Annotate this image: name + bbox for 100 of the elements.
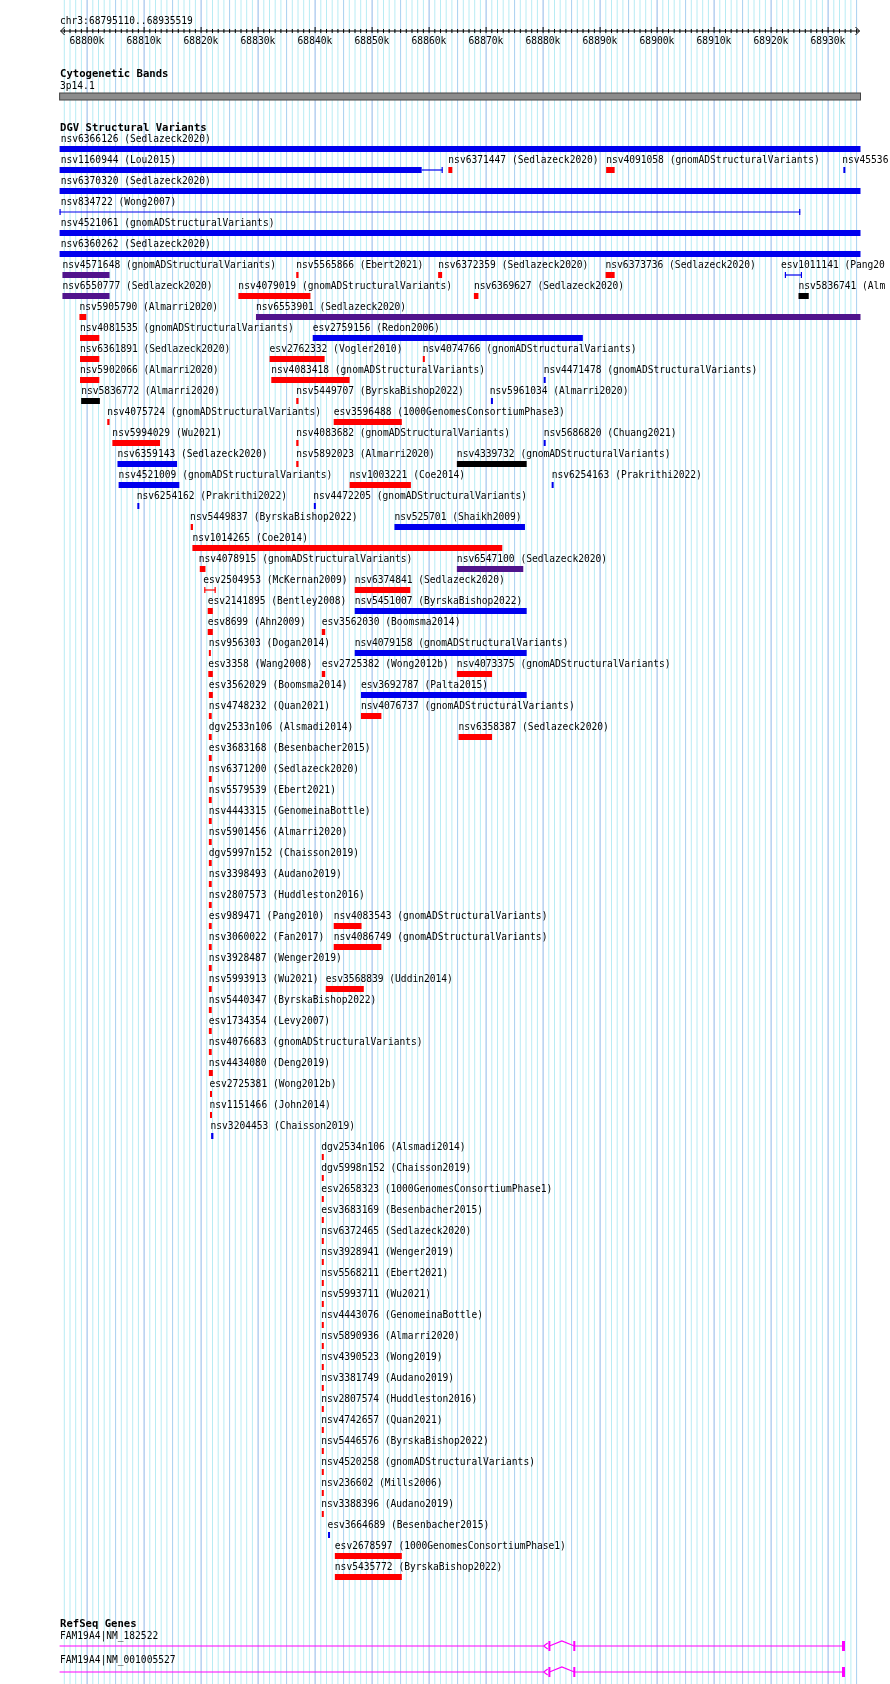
- variant-label: nsv4339732 (gnomADStructuralVariants): [456, 448, 671, 460]
- variant-label: nsv6374841 (Sedlazeck2020): [354, 574, 505, 586]
- variant-label: nsv4434080 (Deng2019): [208, 1057, 331, 1069]
- variant-label: nsv4076683 (gnomADStructuralVariants): [208, 1036, 423, 1048]
- variant-label: nsv6254162 (Prakrithi2022): [136, 490, 287, 502]
- variant-label: esv3562029 (Boomsma2014): [208, 679, 348, 691]
- variant-label: nsv4443076 (GenomeinaBottle): [321, 1309, 483, 1321]
- variant-label: nsv4079019 (gnomADStructuralVariants): [238, 280, 453, 292]
- tick-label: 68850k: [354, 35, 390, 47]
- variant-label: esv3568839 (Uddin2014): [325, 973, 453, 985]
- variant-label: nsv956303 (Dogan2014): [208, 637, 331, 649]
- variant-label: nsv4521061 (gnomADStructuralVariants): [60, 217, 275, 229]
- variant-label: nsv6254163 (Prakrithi2022): [551, 469, 702, 481]
- variant-label: nsv6369627 (Sedlazeck2020): [473, 280, 625, 292]
- tick-label: 68930k: [810, 35, 846, 47]
- variant-label: nsv1003221 (Coe2014): [349, 469, 466, 481]
- variant-label: nsv4390523 (Wong2019): [321, 1351, 443, 1363]
- variant-label: nsv5449707 (ByrskaBishop2022): [296, 385, 464, 397]
- variant-label: nsv6361891 (Sedlazeck2020): [80, 343, 231, 355]
- variant-label: nsv6550777 (Sedlazeck2020): [62, 280, 213, 292]
- variant-label: nsv4571648 (gnomADStructuralVariants): [62, 259, 277, 271]
- variant-label: nsv3928487 (Wenger2019): [208, 952, 342, 964]
- tick-label: 68820k: [183, 35, 219, 47]
- tick-label: 68860k: [411, 35, 447, 47]
- variant-label: nsv45536: [842, 154, 889, 166]
- variant-label: nsv3381749 (Audano2019): [321, 1372, 455, 1384]
- variant-label: nsv5565866 (Ebert2021): [296, 259, 424, 271]
- variant-label: nsv4472205 (gnomADStructuralVariants): [313, 490, 527, 502]
- variant-label: nsv4471478 (gnomADStructuralVariants): [543, 364, 758, 376]
- gene-label: FAM19A4|NM_182522: [60, 1630, 159, 1642]
- variant-label: esv3596488 (1000GenomesConsortiumPhase3): [333, 406, 565, 418]
- variant-label: nsv834722 (Wong2007): [60, 196, 177, 208]
- variant-label: nsv4086749 (gnomADStructuralVariants): [333, 931, 548, 943]
- tick-label: 68920k: [753, 35, 789, 47]
- variant-label: nsv4742657 (Quan2021): [321, 1414, 443, 1426]
- variant-label: esv3692787 (Palta2015): [360, 679, 489, 691]
- variant-label: dgv5997n152 (Chaisson2019): [208, 847, 360, 859]
- variant-label: nsv6370320 (Sedlazeck2020): [60, 175, 211, 187]
- variant-label: dgv2533n106 (Alsmadi2014): [208, 721, 354, 733]
- variant-label: nsv5568211 (Ebert2021): [321, 1267, 449, 1279]
- variant-label: nsv236602 (Mills2006): [321, 1477, 443, 1489]
- variant-label: nsv4083418 (gnomADStructuralVariants): [271, 364, 485, 376]
- variant-label: nsv5446576 (ByrskaBishop2022): [321, 1435, 489, 1447]
- variant-label: nsv2807574 (Huddleston2016): [321, 1393, 478, 1405]
- tick-label: 68890k: [582, 35, 618, 47]
- variant-label: nsv1160944 (Lou2015): [60, 154, 177, 166]
- variant-label: esv2658323 (1000GenomesConsortiumPhase1): [321, 1183, 553, 1195]
- variant-label: nsv6371447 (Sedlazeck2020): [448, 154, 599, 166]
- variant-label: nsv6372465 (Sedlazeck2020): [321, 1225, 472, 1237]
- variant-label: nsv6359143 (Sedlazeck2020): [117, 448, 268, 460]
- variant-label: esv989471 (Pang2010): [208, 910, 325, 922]
- variant-label: nsv4073375 (gnomADStructuralVariants): [456, 658, 671, 670]
- variant-label: dgv2534n106 (Alsmadi2014): [321, 1141, 466, 1153]
- variant-label: nsv3388396 (Audano2019): [321, 1498, 455, 1510]
- variant-label: nsv5961034 (Almarri2020): [489, 385, 629, 397]
- variant-label: nsv5435772 (ByrskaBishop2022): [334, 1561, 503, 1573]
- variant-label: nsv4521009 (gnomADStructuralVariants): [118, 469, 333, 481]
- variant-label: nsv5686820 (Chuang2021): [543, 427, 677, 439]
- variant-label: nsv5902066 (Almarri2020): [80, 364, 219, 376]
- variant-label: nsv5993913 (Wu2021): [208, 973, 319, 985]
- variant-label: nsv5579539 (Ebert2021): [208, 784, 336, 796]
- variant-label: nsv5440347 (ByrskaBishop2022): [208, 994, 377, 1006]
- variant-label: esv1734354 (Levy2007): [208, 1015, 331, 1027]
- variant-label: nsv4081535 (gnomADStructuralVariants): [80, 322, 294, 334]
- band-label: 3p14.1: [60, 80, 95, 92]
- variant-label: esv3683169 (Besenbacher2015): [321, 1204, 483, 1216]
- variant-label: nsv6547100 (Sedlazeck2020): [456, 553, 608, 565]
- tick-label: 68870k: [468, 35, 504, 47]
- variant-label: nsv5994029 (Wu2021): [112, 427, 223, 439]
- variant-label: nsv4078915 (gnomADStructuralVariants): [198, 553, 413, 565]
- variant-label: nsv3928941 (Wenger2019): [321, 1246, 455, 1258]
- variant-label: nsv5890936 (Almarri2020): [321, 1330, 460, 1342]
- variant-label: nsv5892023 (Almarri2020): [296, 448, 435, 460]
- gene-label: FAM19A4|NM_001005527: [60, 1654, 176, 1666]
- variant-label: dgv5998n152 (Chaisson2019): [321, 1162, 472, 1174]
- tick-label: 68810k: [126, 35, 162, 47]
- variant-label: nsv4075724 (gnomADStructuralVariants): [107, 406, 321, 418]
- variant-label: esv2725381 (Wong2012b): [209, 1078, 337, 1090]
- variant-label: nsv6358387 (Sedlazeck2020): [458, 721, 609, 733]
- variant-label: esv2678597 (1000GenomesConsortiumPhase1): [334, 1540, 566, 1552]
- variant-label: esv3683168 (Besenbacher2015): [208, 742, 371, 754]
- variant-label: nsv5451007 (ByrskaBishop2022): [354, 595, 523, 607]
- variant-label: nsv4083682 (gnomADStructuralVariants): [296, 427, 510, 439]
- variant-label: nsv5905790 (Almarri2020): [79, 301, 219, 313]
- variant-label: esv2762332 (Vogler2010): [269, 343, 403, 355]
- tick-label: 68800k: [69, 35, 105, 47]
- variant-label: esv8699 (Ahn2009): [207, 616, 306, 628]
- variant-label: nsv6371200 (Sedlazeck2020): [208, 763, 360, 775]
- variant-label: nsv4074766 (gnomADStructuralVariants): [422, 343, 637, 355]
- variant-label: nsv3060022 (Fan2017): [208, 931, 325, 943]
- track-title: DGV Structural Variants: [60, 121, 207, 133]
- variant-label: nsv6553901 (Sedlazeck2020): [255, 301, 407, 313]
- variant-label: nsv5449837 (ByrskaBishop2022): [190, 511, 358, 523]
- variant-label: nsv1151466 (John2014): [209, 1099, 331, 1111]
- variant-label: nsv5836772 (Almarri2020): [81, 385, 220, 397]
- variant-label: nsv6360262 (Sedlazeck2020): [60, 238, 211, 250]
- variant-label: nsv2807573 (Huddleston2016): [208, 889, 365, 901]
- variant-label: nsv5836741 (Alm: [798, 280, 886, 292]
- variant-label: nsv4076737 (gnomADStructuralVariants): [360, 700, 575, 712]
- variant-label: esv2141895 (Bentley2008): [207, 595, 347, 607]
